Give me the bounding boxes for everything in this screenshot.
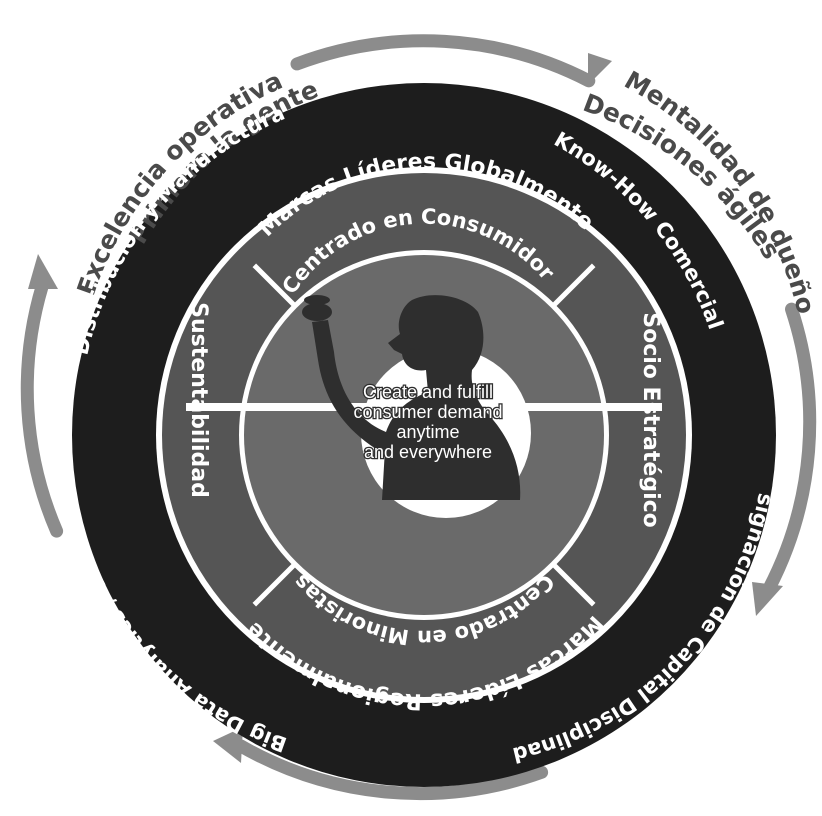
outer-arc-top [290,34,596,88]
label-socio-estrategico: Socio Estratégico [638,312,663,528]
consumer-silhouette-icon [302,295,521,500]
outer-arc-left [20,279,64,538]
label-sustentabilidad: Sustentabilidad [186,302,211,498]
arrow-head-icon [752,582,783,616]
outer-cycle-arrows [20,34,817,801]
core-statement: Create and fulfill consumer demand anyti… [352,381,504,464]
statement-line: anytime [396,422,459,442]
statement-line: consumer demand [353,402,502,422]
outer-arc-right [762,302,817,596]
statement-line: Create and fulfill [363,382,493,402]
statement-line: and everywhere [364,442,492,462]
arrow-head-icon [588,53,612,85]
arrow-head-icon [28,254,58,289]
arrow-head-icon [213,727,243,763]
outer-arc-bottom [234,739,549,801]
